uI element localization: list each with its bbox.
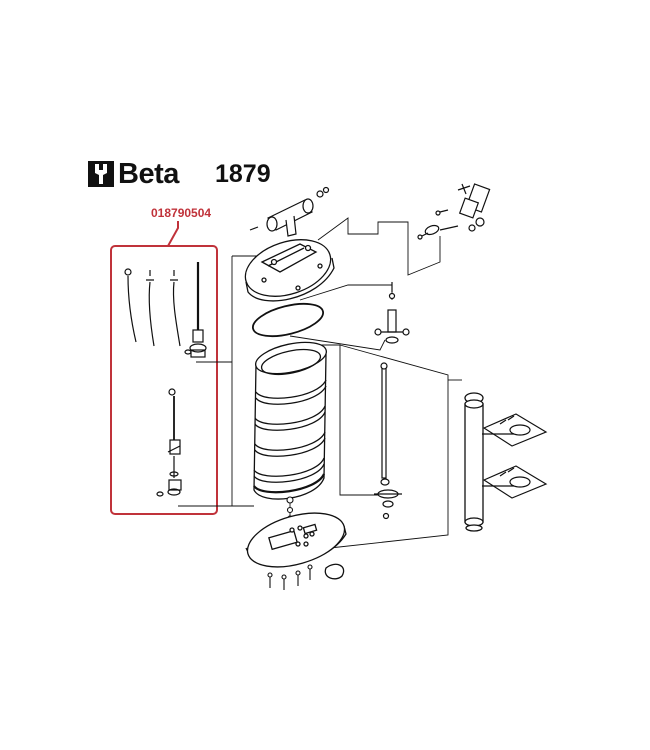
- part-callout: [110, 221, 218, 515]
- part-code-label: 018790504: [151, 206, 212, 220]
- base-plate: [245, 512, 347, 580]
- brand-name: Beta: [118, 157, 179, 190]
- valve-rod: [374, 282, 410, 520]
- probe-kit: [124, 262, 207, 497]
- leader-lines: [178, 217, 462, 549]
- model-number: 1879: [215, 160, 271, 188]
- top-handle: [249, 186, 330, 237]
- o-ring: [252, 302, 324, 338]
- support-bracket-lower: [482, 465, 548, 499]
- support-bracket-upper: [482, 413, 548, 447]
- tank-lid: [244, 239, 335, 302]
- reservoir-cylinder: [253, 341, 327, 500]
- logo: Beta: [88, 156, 179, 192]
- extension-tube: [464, 392, 484, 532]
- base-screws: [267, 564, 313, 590]
- pump-head: [417, 183, 491, 240]
- wrench-logo-icon: [88, 161, 114, 187]
